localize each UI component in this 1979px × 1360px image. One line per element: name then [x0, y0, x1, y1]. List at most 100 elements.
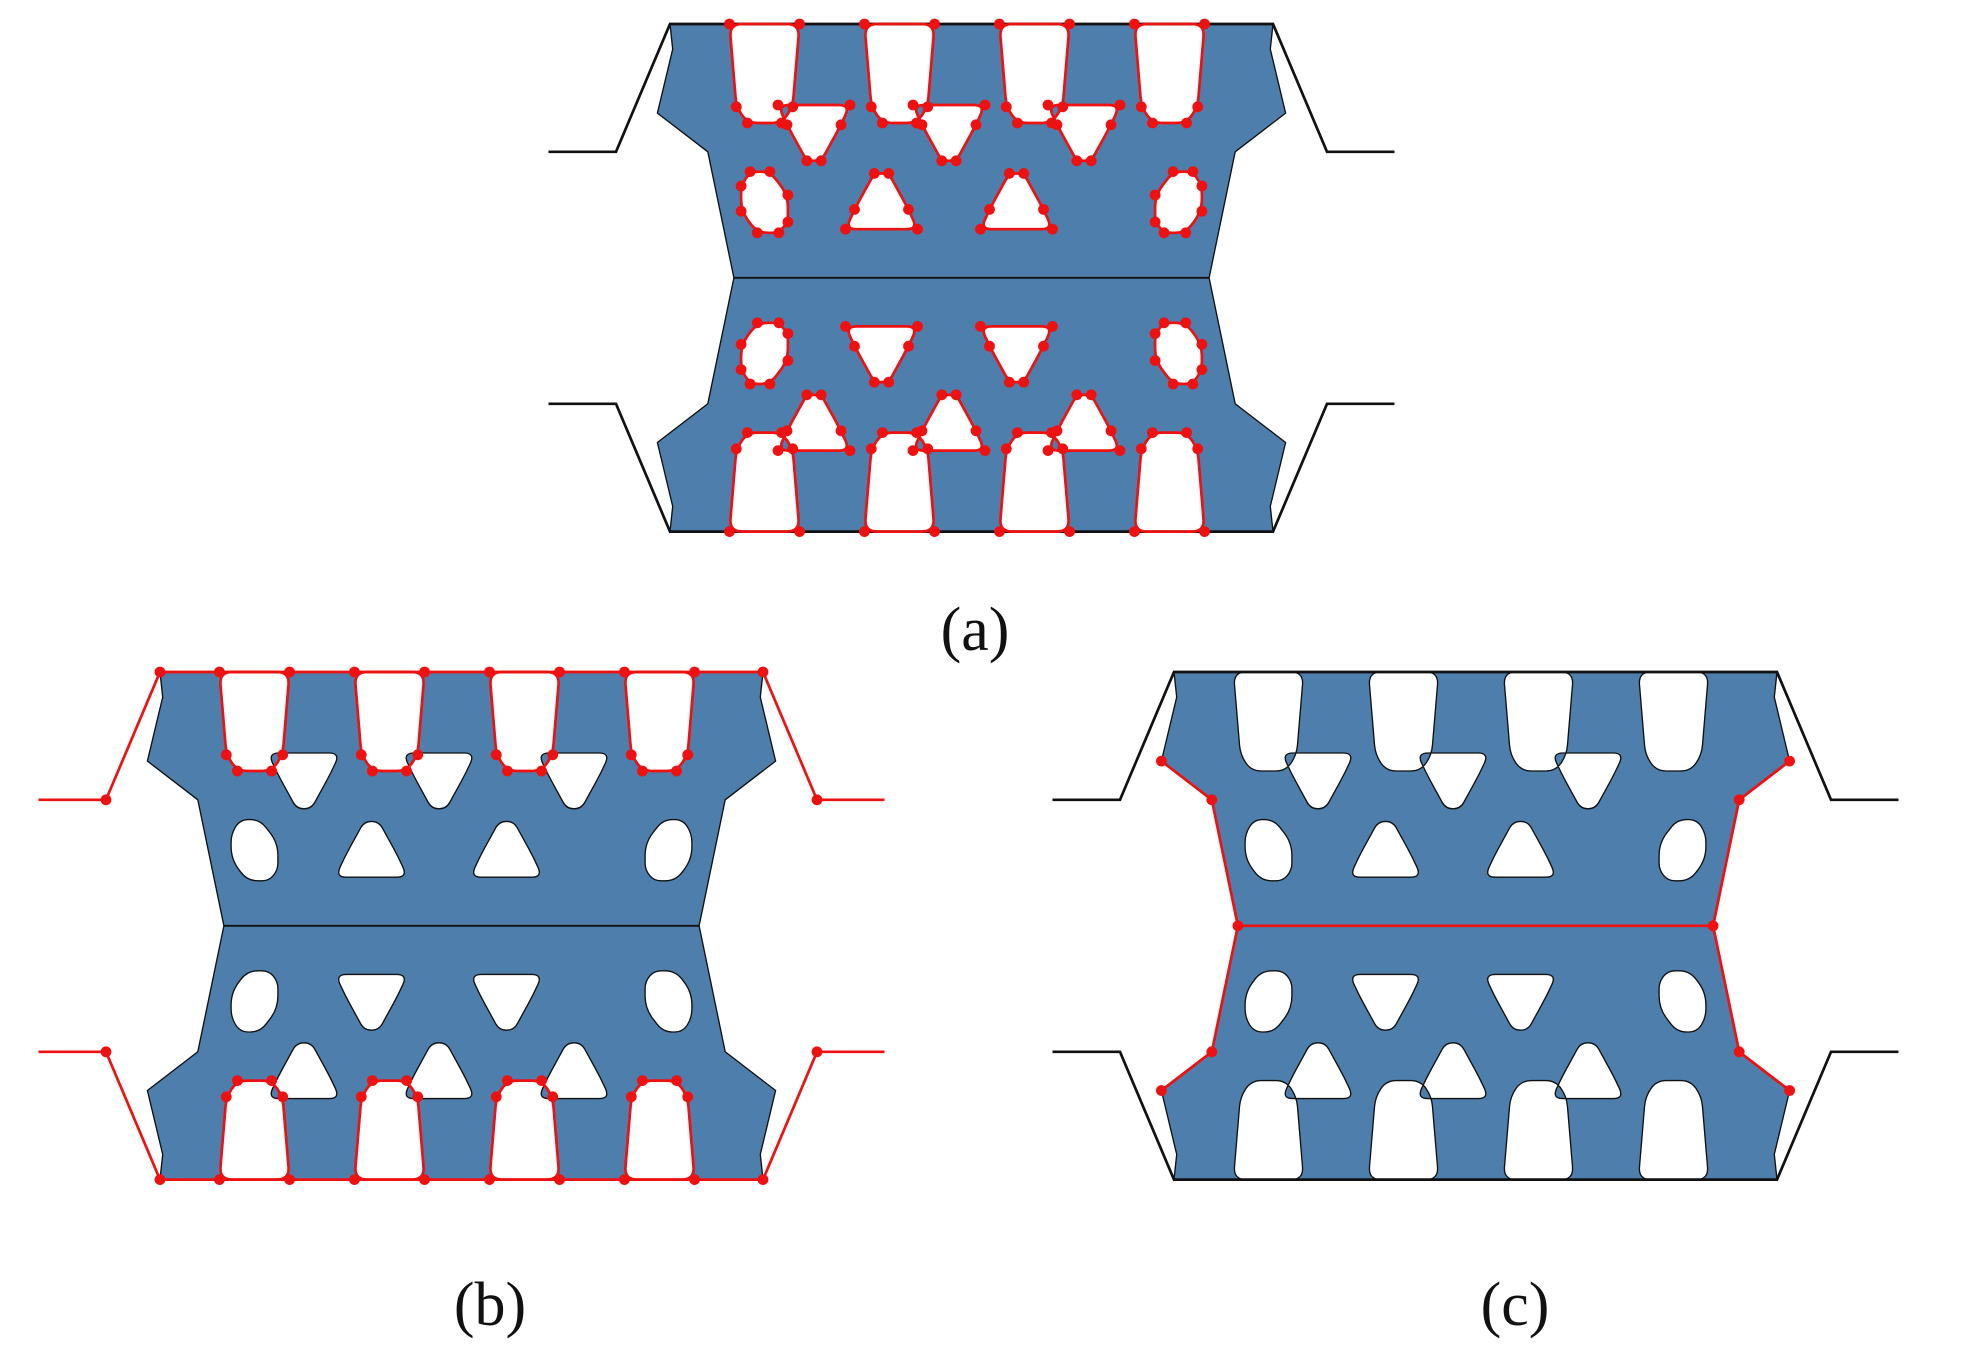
- hole-outline: [847, 325, 916, 384]
- side-node: [1784, 755, 1795, 767]
- hole-node: [916, 119, 928, 131]
- hole-node: [1114, 445, 1126, 457]
- hole-outline: [864, 22, 935, 125]
- hole-node: [1181, 117, 1192, 129]
- hole-node: [1199, 18, 1210, 30]
- hole-node: [744, 166, 756, 177]
- hole-node: [835, 119, 847, 131]
- hole-node: [772, 445, 784, 457]
- hole-node: [1129, 18, 1140, 30]
- hole-node: [1018, 376, 1030, 388]
- hole-node: [1003, 376, 1015, 388]
- hole-node: [1192, 101, 1204, 113]
- hole-node: [1149, 216, 1161, 228]
- hole-node: [1181, 427, 1192, 439]
- slot-outline: [489, 670, 560, 773]
- slot-node: [619, 666, 630, 678]
- side-node: [1156, 755, 1167, 767]
- hole-node: [1018, 168, 1030, 179]
- hole-node: [1064, 18, 1075, 30]
- hole-node: [1047, 223, 1058, 235]
- slot-node: [547, 1091, 559, 1103]
- slot-outline: [624, 670, 695, 773]
- hole-node: [1000, 101, 1012, 113]
- hole-node: [1167, 378, 1179, 390]
- slot-outline: [489, 1079, 560, 1181]
- hole-outline: [914, 103, 984, 163]
- hole-outline: [1049, 393, 1119, 452]
- hole-node: [844, 445, 856, 457]
- hole-node: [730, 443, 742, 455]
- hole-outline: [729, 22, 800, 125]
- hole-node: [735, 339, 747, 350]
- hole-node: [1167, 166, 1179, 177]
- hole-node: [994, 18, 1005, 30]
- hole-node: [979, 445, 991, 457]
- hole-node: [1038, 340, 1049, 352]
- hole-node: [751, 227, 763, 239]
- hole-node: [1196, 180, 1208, 192]
- hole-node: [975, 223, 986, 235]
- hole-node: [1038, 204, 1049, 215]
- hole-node: [849, 340, 860, 352]
- hole-outline: [982, 325, 1051, 384]
- slot-node: [682, 749, 694, 761]
- hole-node: [1149, 355, 1161, 366]
- grip-line: [1052, 670, 1899, 802]
- slot-node: [682, 1091, 694, 1103]
- slot-node: [412, 749, 424, 761]
- side-node: [1733, 794, 1745, 806]
- slot-node: [502, 765, 513, 777]
- hole-outline: [729, 431, 800, 533]
- slot-node: [277, 1091, 289, 1103]
- grip-node: [100, 1046, 112, 1058]
- hole-node: [1057, 101, 1069, 113]
- hole-node: [1187, 166, 1199, 177]
- slot-node: [232, 1075, 243, 1086]
- hole-node: [764, 378, 776, 390]
- hole-outline: [999, 22, 1070, 125]
- hole-outline: [1134, 22, 1205, 125]
- slot-node: [637, 765, 648, 777]
- hole-node: [907, 445, 919, 457]
- hole-node: [782, 355, 794, 366]
- panel-b: [38, 666, 885, 1185]
- hole-node: [1085, 389, 1097, 401]
- slot-node: [401, 1075, 412, 1086]
- hole-node: [936, 155, 948, 167]
- hole-node: [744, 378, 756, 390]
- hole-node: [1196, 364, 1208, 375]
- hole-node: [787, 443, 799, 455]
- hole-outline: [982, 172, 1051, 231]
- slot-node: [349, 666, 360, 678]
- hole-node: [782, 216, 794, 228]
- slot-node: [355, 749, 367, 761]
- hole-node: [815, 389, 827, 401]
- slot-node: [419, 666, 430, 678]
- slot-node: [671, 1075, 682, 1086]
- hole-outline: [864, 431, 935, 533]
- slot-outline: [354, 1079, 425, 1181]
- hole-node: [1135, 443, 1147, 455]
- hole-outline: [999, 431, 1070, 533]
- hole-node: [868, 376, 880, 388]
- hole-node: [868, 168, 880, 179]
- slot-node: [412, 1091, 424, 1103]
- hole-node: [979, 99, 991, 111]
- slot-node: [214, 666, 225, 678]
- hole-node: [742, 117, 753, 129]
- hole-node: [782, 328, 794, 339]
- hole-node: [865, 443, 877, 455]
- side-node: [1206, 1046, 1218, 1058]
- hole-node: [735, 205, 747, 217]
- hole-node: [1105, 119, 1117, 131]
- hole-node: [751, 317, 763, 329]
- hole-node: [1042, 99, 1054, 111]
- hole-node: [781, 119, 793, 131]
- hole-node: [1105, 425, 1117, 437]
- hole-node: [772, 99, 784, 111]
- slot-node: [484, 666, 495, 678]
- hole-node: [883, 376, 895, 388]
- hole-node: [865, 101, 877, 113]
- hole-node: [912, 223, 923, 235]
